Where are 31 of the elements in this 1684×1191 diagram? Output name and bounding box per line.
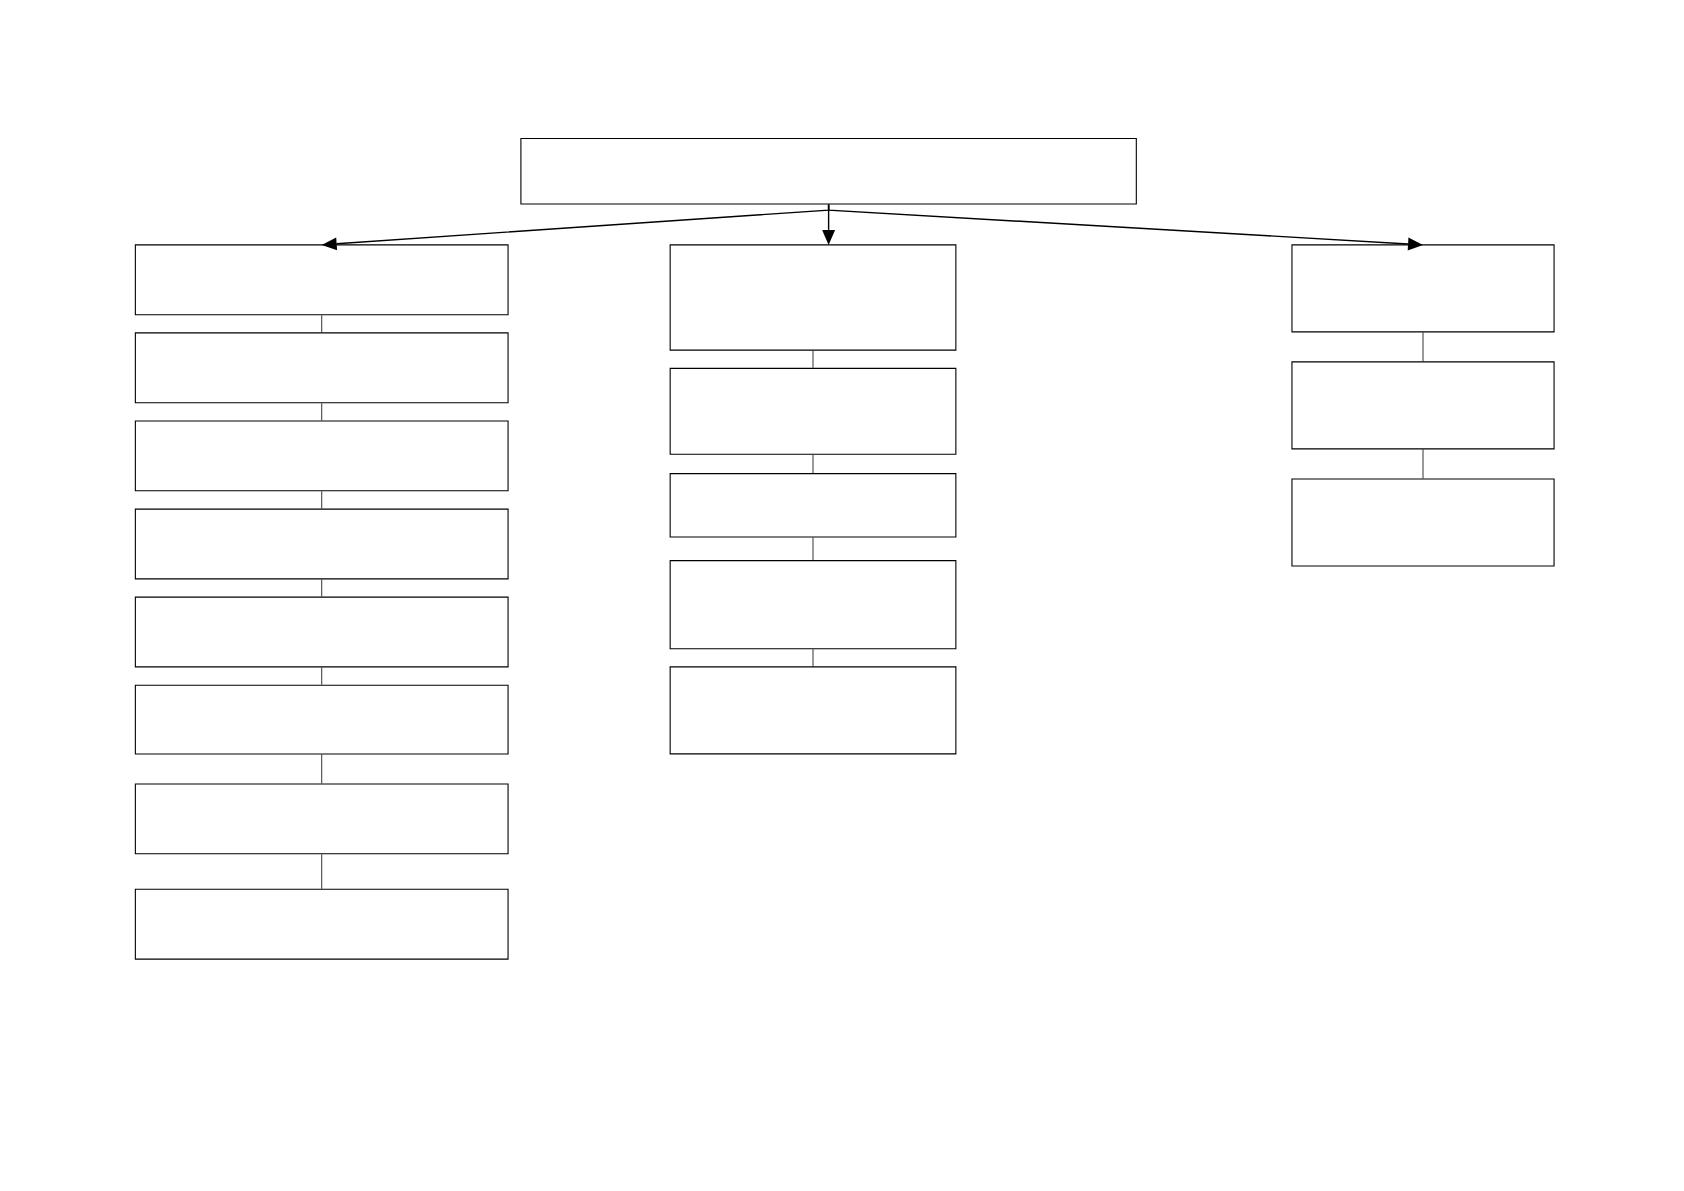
process-box — [134, 420, 509, 492]
connector-line — [321, 402, 323, 421]
process-box — [134, 244, 509, 316]
process-box — [134, 783, 509, 855]
process-box — [1291, 244, 1555, 333]
process-box — [134, 888, 509, 960]
process-box — [134, 332, 509, 404]
process-box — [520, 138, 1137, 205]
connector-line — [321, 754, 323, 784]
process-box — [669, 367, 957, 455]
process-box — [669, 473, 957, 538]
connector-line — [1422, 332, 1424, 362]
process-box — [669, 560, 957, 650]
connector-line — [321, 853, 323, 890]
connector-line — [812, 350, 814, 369]
process-box — [1291, 478, 1555, 567]
connector-line — [321, 490, 323, 509]
process-box — [669, 244, 957, 351]
process-box — [669, 666, 957, 755]
process-box — [1291, 361, 1555, 450]
connector-line — [812, 454, 814, 474]
connector-line — [812, 537, 814, 561]
process-box — [134, 508, 509, 580]
process-box — [134, 596, 509, 668]
connector-line — [1422, 449, 1424, 479]
arrow — [827, 203, 1423, 251]
connector-line — [812, 648, 814, 667]
connector-line — [321, 667, 323, 686]
connector-line — [321, 314, 323, 333]
connector-line — [321, 579, 323, 597]
process-box — [134, 684, 509, 755]
